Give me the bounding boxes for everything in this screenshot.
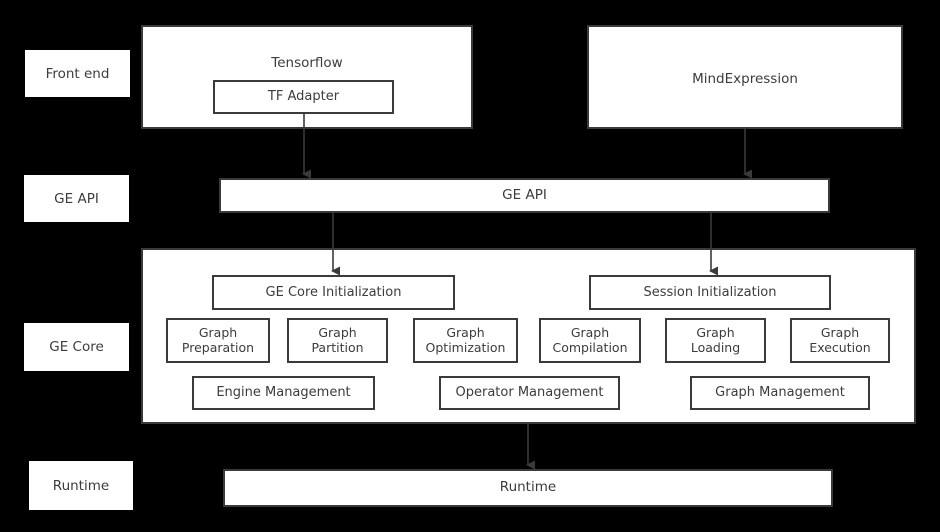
module-graph-preparation[interactable]: Graph Preparation <box>166 318 270 363</box>
tf-adapter-box[interactable]: TF Adapter <box>213 80 394 114</box>
engine-management-label: Engine Management <box>216 385 351 401</box>
layer-label-front-end: Front end <box>25 50 130 97</box>
ge-api-bar[interactable]: GE API <box>219 178 830 213</box>
graph-management-label: Graph Management <box>715 385 845 401</box>
ge-core-initialization-label: GE Core Initialization <box>265 284 402 300</box>
layer-label-ge-api-text: GE API <box>54 190 99 207</box>
tf-adapter-label: TF Adapter <box>267 89 340 105</box>
layer-label-ge-core-text: GE Core <box>49 339 104 355</box>
layer-label-front-end-text: Front end <box>45 65 110 82</box>
module-graph-loading-line2: Loading <box>690 339 741 355</box>
graph-management-box[interactable]: Graph Management <box>690 376 870 410</box>
module-graph-optimization-line1: Graph <box>446 324 485 340</box>
module-graph-loading[interactable]: Graph Loading <box>665 318 766 363</box>
layer-label-runtime-text: Runtime <box>52 477 110 494</box>
module-graph-preparation-line1: Graph <box>198 324 238 340</box>
tensorflow-title: Tensorflow <box>271 55 343 71</box>
operator-management-box[interactable]: Operator Management <box>439 376 620 410</box>
module-graph-compilation-line2: Compilation <box>552 339 628 355</box>
module-graph-preparation-line2: Preparation <box>181 339 255 355</box>
ge-core-initialization-box[interactable]: GE Core Initialization <box>212 275 455 310</box>
module-graph-execution[interactable]: Graph Execution <box>790 318 890 363</box>
module-graph-partition-line2: Partition <box>311 339 364 355</box>
operator-management-label: Operator Management <box>455 385 604 401</box>
module-graph-compilation[interactable]: Graph Compilation <box>539 318 641 363</box>
module-graph-execution-line2: Execution <box>809 339 871 355</box>
module-graph-partition[interactable]: Graph Partition <box>287 318 388 363</box>
module-graph-compilation-line1: Graph <box>570 324 610 340</box>
module-graph-loading-line1: Graph <box>696 324 735 340</box>
module-graph-optimization-line2: Optimization <box>425 339 506 355</box>
session-initialization-box[interactable]: Session Initialization <box>589 275 831 310</box>
session-initialization-label: Session Initialization <box>643 284 777 300</box>
mindexpression-title: MindExpression <box>692 71 798 87</box>
ge-api-bar-label: GE API <box>502 186 547 203</box>
runtime-bar[interactable]: Runtime <box>223 469 833 507</box>
layer-label-ge-core: GE Core <box>24 323 129 371</box>
module-graph-execution-line1: Graph <box>820 324 860 340</box>
mindexpression-container <box>587 25 903 129</box>
module-graph-optimization[interactable]: Graph Optimization <box>413 318 518 363</box>
runtime-bar-label: Runtime <box>499 479 557 496</box>
layer-label-runtime: Runtime <box>29 461 133 510</box>
layer-label-ge-api: GE API <box>24 175 129 222</box>
engine-management-box[interactable]: Engine Management <box>192 376 375 410</box>
module-graph-partition-line1: Graph <box>318 324 357 340</box>
